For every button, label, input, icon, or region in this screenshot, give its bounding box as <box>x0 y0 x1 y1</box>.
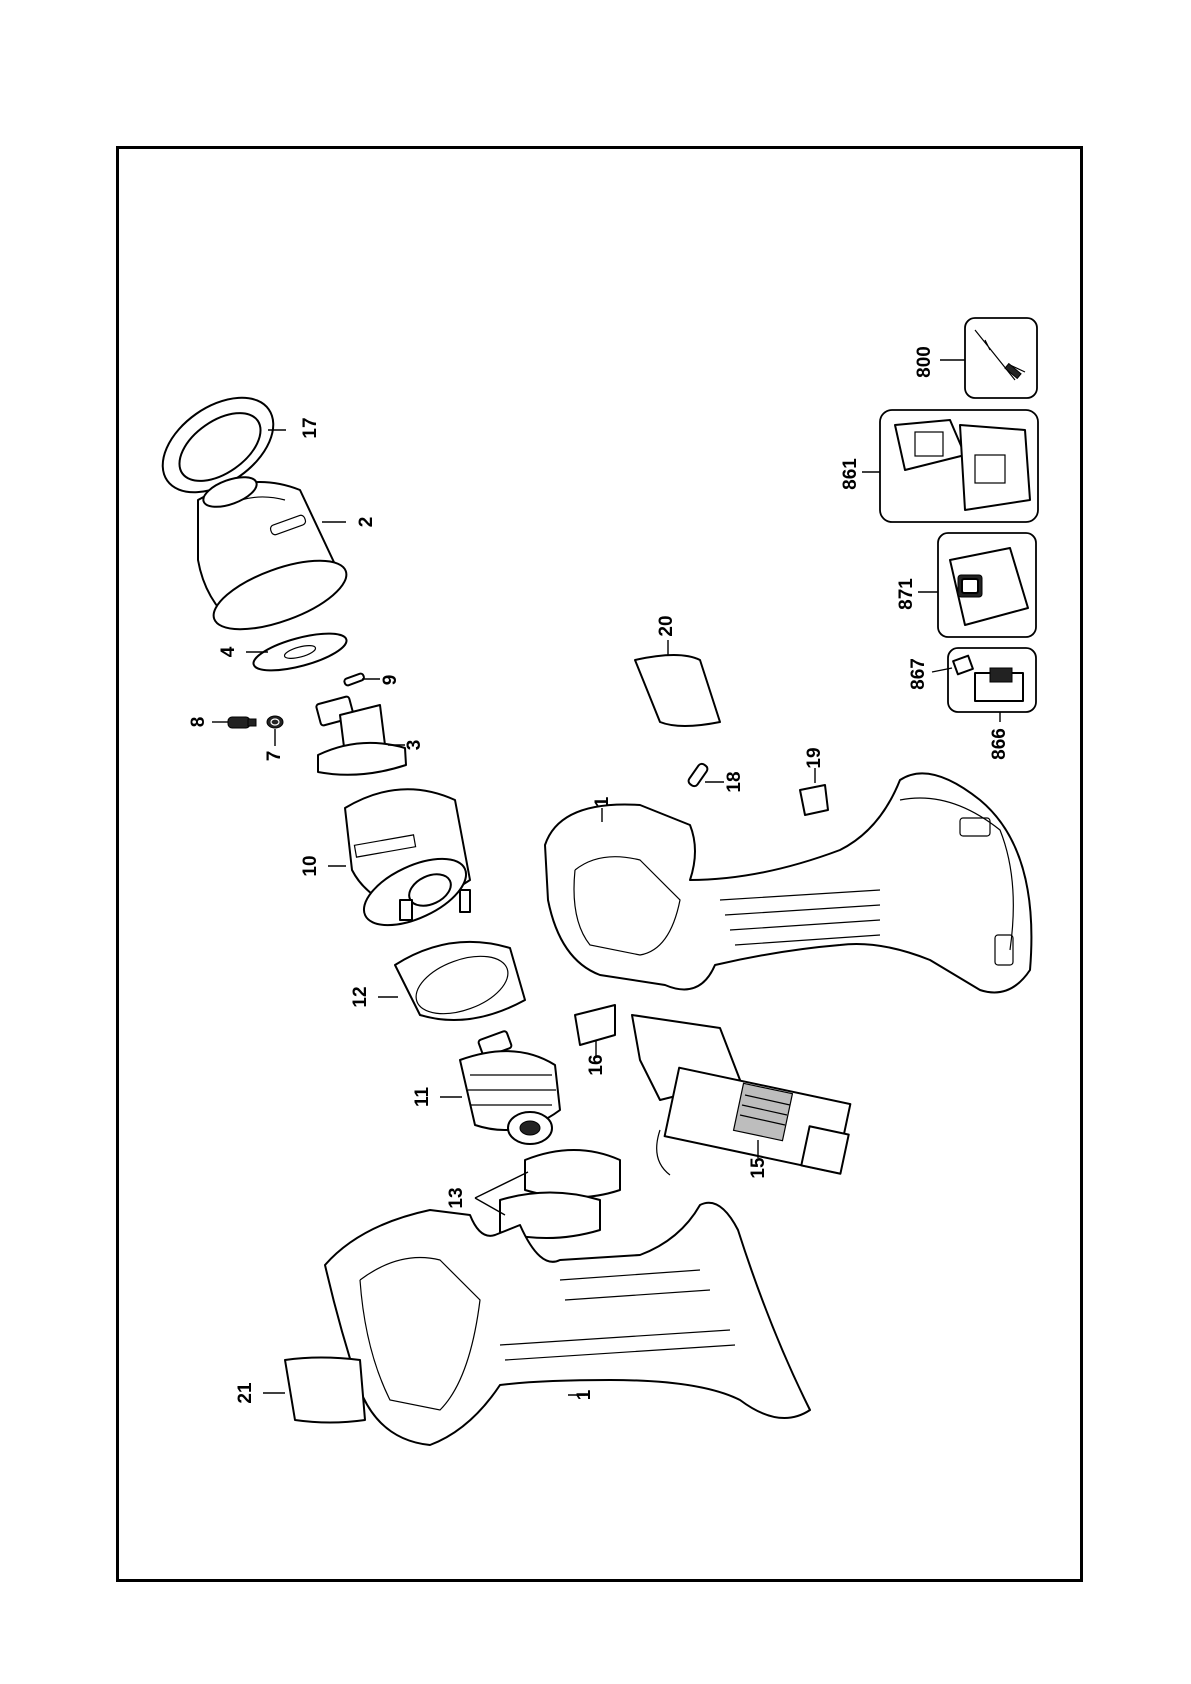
callout-10: 10 <box>300 855 321 876</box>
callout-12: 12 <box>350 986 371 1007</box>
part-18-screw <box>687 762 709 788</box>
callout-17: 17 <box>300 417 321 438</box>
callout-13: 13 <box>446 1187 467 1208</box>
callout-1-left: 1 <box>574 1389 595 1400</box>
callout-11: 11 <box>412 1087 433 1108</box>
part-20-label <box>634 654 721 727</box>
callout-867: 867 <box>908 658 929 690</box>
callout-7: 7 <box>264 751 285 762</box>
accessory-800-box <box>964 317 1038 399</box>
callout-866: 866 <box>989 728 1010 760</box>
part-1-housing-left <box>324 1201 811 1446</box>
callout-4: 4 <box>218 646 239 657</box>
part-10-gear-case <box>344 788 471 927</box>
callout-9: 9 <box>380 675 401 686</box>
part-11-motor <box>459 1030 561 1145</box>
accessory-867-866-box <box>947 647 1037 713</box>
diagram-frame <box>116 146 1083 1582</box>
part-21-label <box>284 1356 366 1424</box>
callout-800: 800 <box>914 346 935 378</box>
leader-867 <box>931 667 953 673</box>
accessory-871-box <box>937 532 1037 638</box>
callout-19: 19 <box>804 747 825 768</box>
callout-8: 8 <box>188 717 209 728</box>
part-16-bracket <box>574 1004 616 1046</box>
part-13-brush-holders <box>499 1149 621 1240</box>
callout-18: 18 <box>724 771 745 792</box>
callout-2: 2 <box>356 517 377 528</box>
leader-13 <box>474 1171 529 1216</box>
part-19-clip <box>799 784 829 816</box>
callout-3: 3 <box>404 740 425 751</box>
callout-861: 861 <box>840 458 861 490</box>
callout-21: 21 <box>235 1382 256 1404</box>
callout-1-right: 1 <box>592 796 613 807</box>
part-3-anvil <box>315 695 407 776</box>
part-7-spring <box>266 715 284 729</box>
callout-20: 20 <box>656 615 677 636</box>
accessory-861-box <box>879 409 1039 523</box>
part-8-fitting <box>227 716 257 729</box>
part-2-nose-housing <box>197 476 348 631</box>
part-12-sleeve <box>394 940 526 1021</box>
callout-871: 871 <box>896 578 917 610</box>
part-17-ring <box>161 396 275 494</box>
part-15-switch <box>631 1014 852 1176</box>
part-9-pin <box>343 672 365 687</box>
part-1-housing-right <box>544 772 1033 994</box>
callout-16: 16 <box>586 1054 607 1075</box>
callout-15: 15 <box>748 1157 769 1179</box>
part-4-washer <box>252 632 348 672</box>
